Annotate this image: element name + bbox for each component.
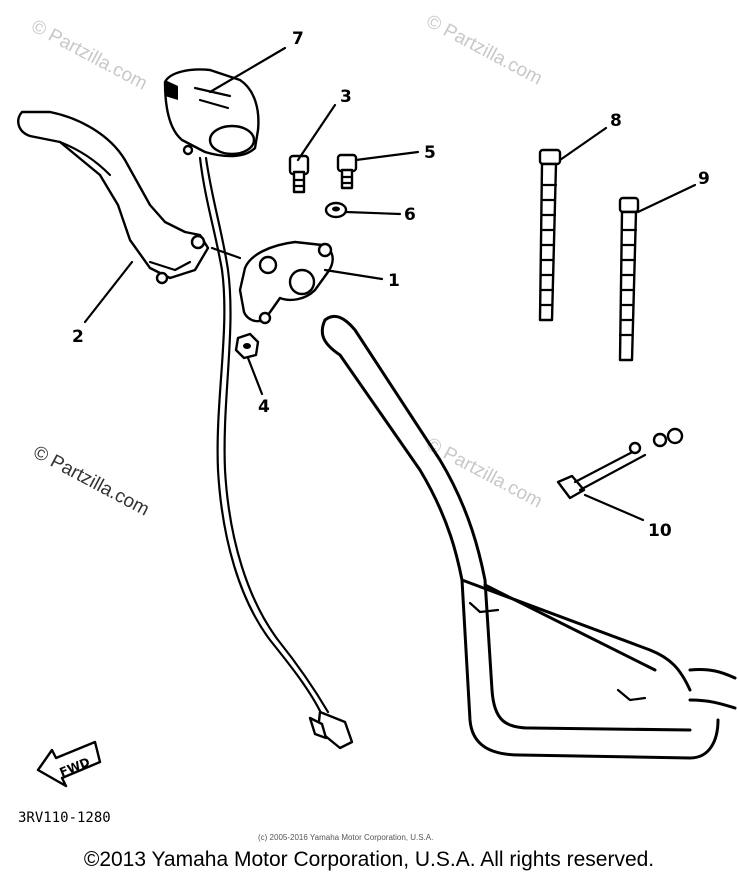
callout-10: 10 [648, 521, 672, 541]
band-part-9 [618, 196, 640, 362]
switch-housing-part-7 [163, 68, 260, 158]
leader-lines [83, 46, 697, 522]
callout-2: 2 [72, 327, 84, 347]
part-code: 3RV110-1280 [18, 810, 111, 826]
holder-part-1 [238, 240, 334, 325]
callout-1: 1 [388, 271, 400, 291]
watermark-mid-left: © Partzilla.com [30, 442, 153, 521]
callout-6: 6 [404, 205, 416, 225]
band-part-8 [538, 148, 562, 322]
callout-9: 9 [698, 169, 710, 189]
watermark-mid-right: © Partzilla.com [423, 434, 546, 513]
nut-part-4 [234, 332, 260, 360]
callout-7: 7 [292, 29, 304, 49]
watermark-top-left: © Partzilla.com [28, 16, 151, 95]
watermark-top-right: © Partzilla.com [423, 11, 546, 90]
lever-part-2 [17, 110, 210, 285]
callout-4: 4 [258, 397, 270, 417]
callout-5: 5 [424, 143, 436, 163]
bolt-part-3 [288, 154, 310, 194]
fwd-arrow: FWD [36, 740, 102, 788]
handlebar [320, 314, 737, 760]
small-copyright: (c) 2005-2016 Yamaha Motor Corporation, … [258, 833, 433, 842]
callout-8: 8 [610, 111, 622, 131]
washer-part-6 [324, 201, 348, 219]
switch-cable [198, 156, 354, 750]
footer-copyright: ©2013 Yamaha Motor Corporation, U.S.A. A… [83, 848, 655, 871]
lead-wire-part-10 [556, 427, 684, 500]
callout-3: 3 [340, 87, 352, 107]
bolt-part-5 [336, 153, 358, 190]
